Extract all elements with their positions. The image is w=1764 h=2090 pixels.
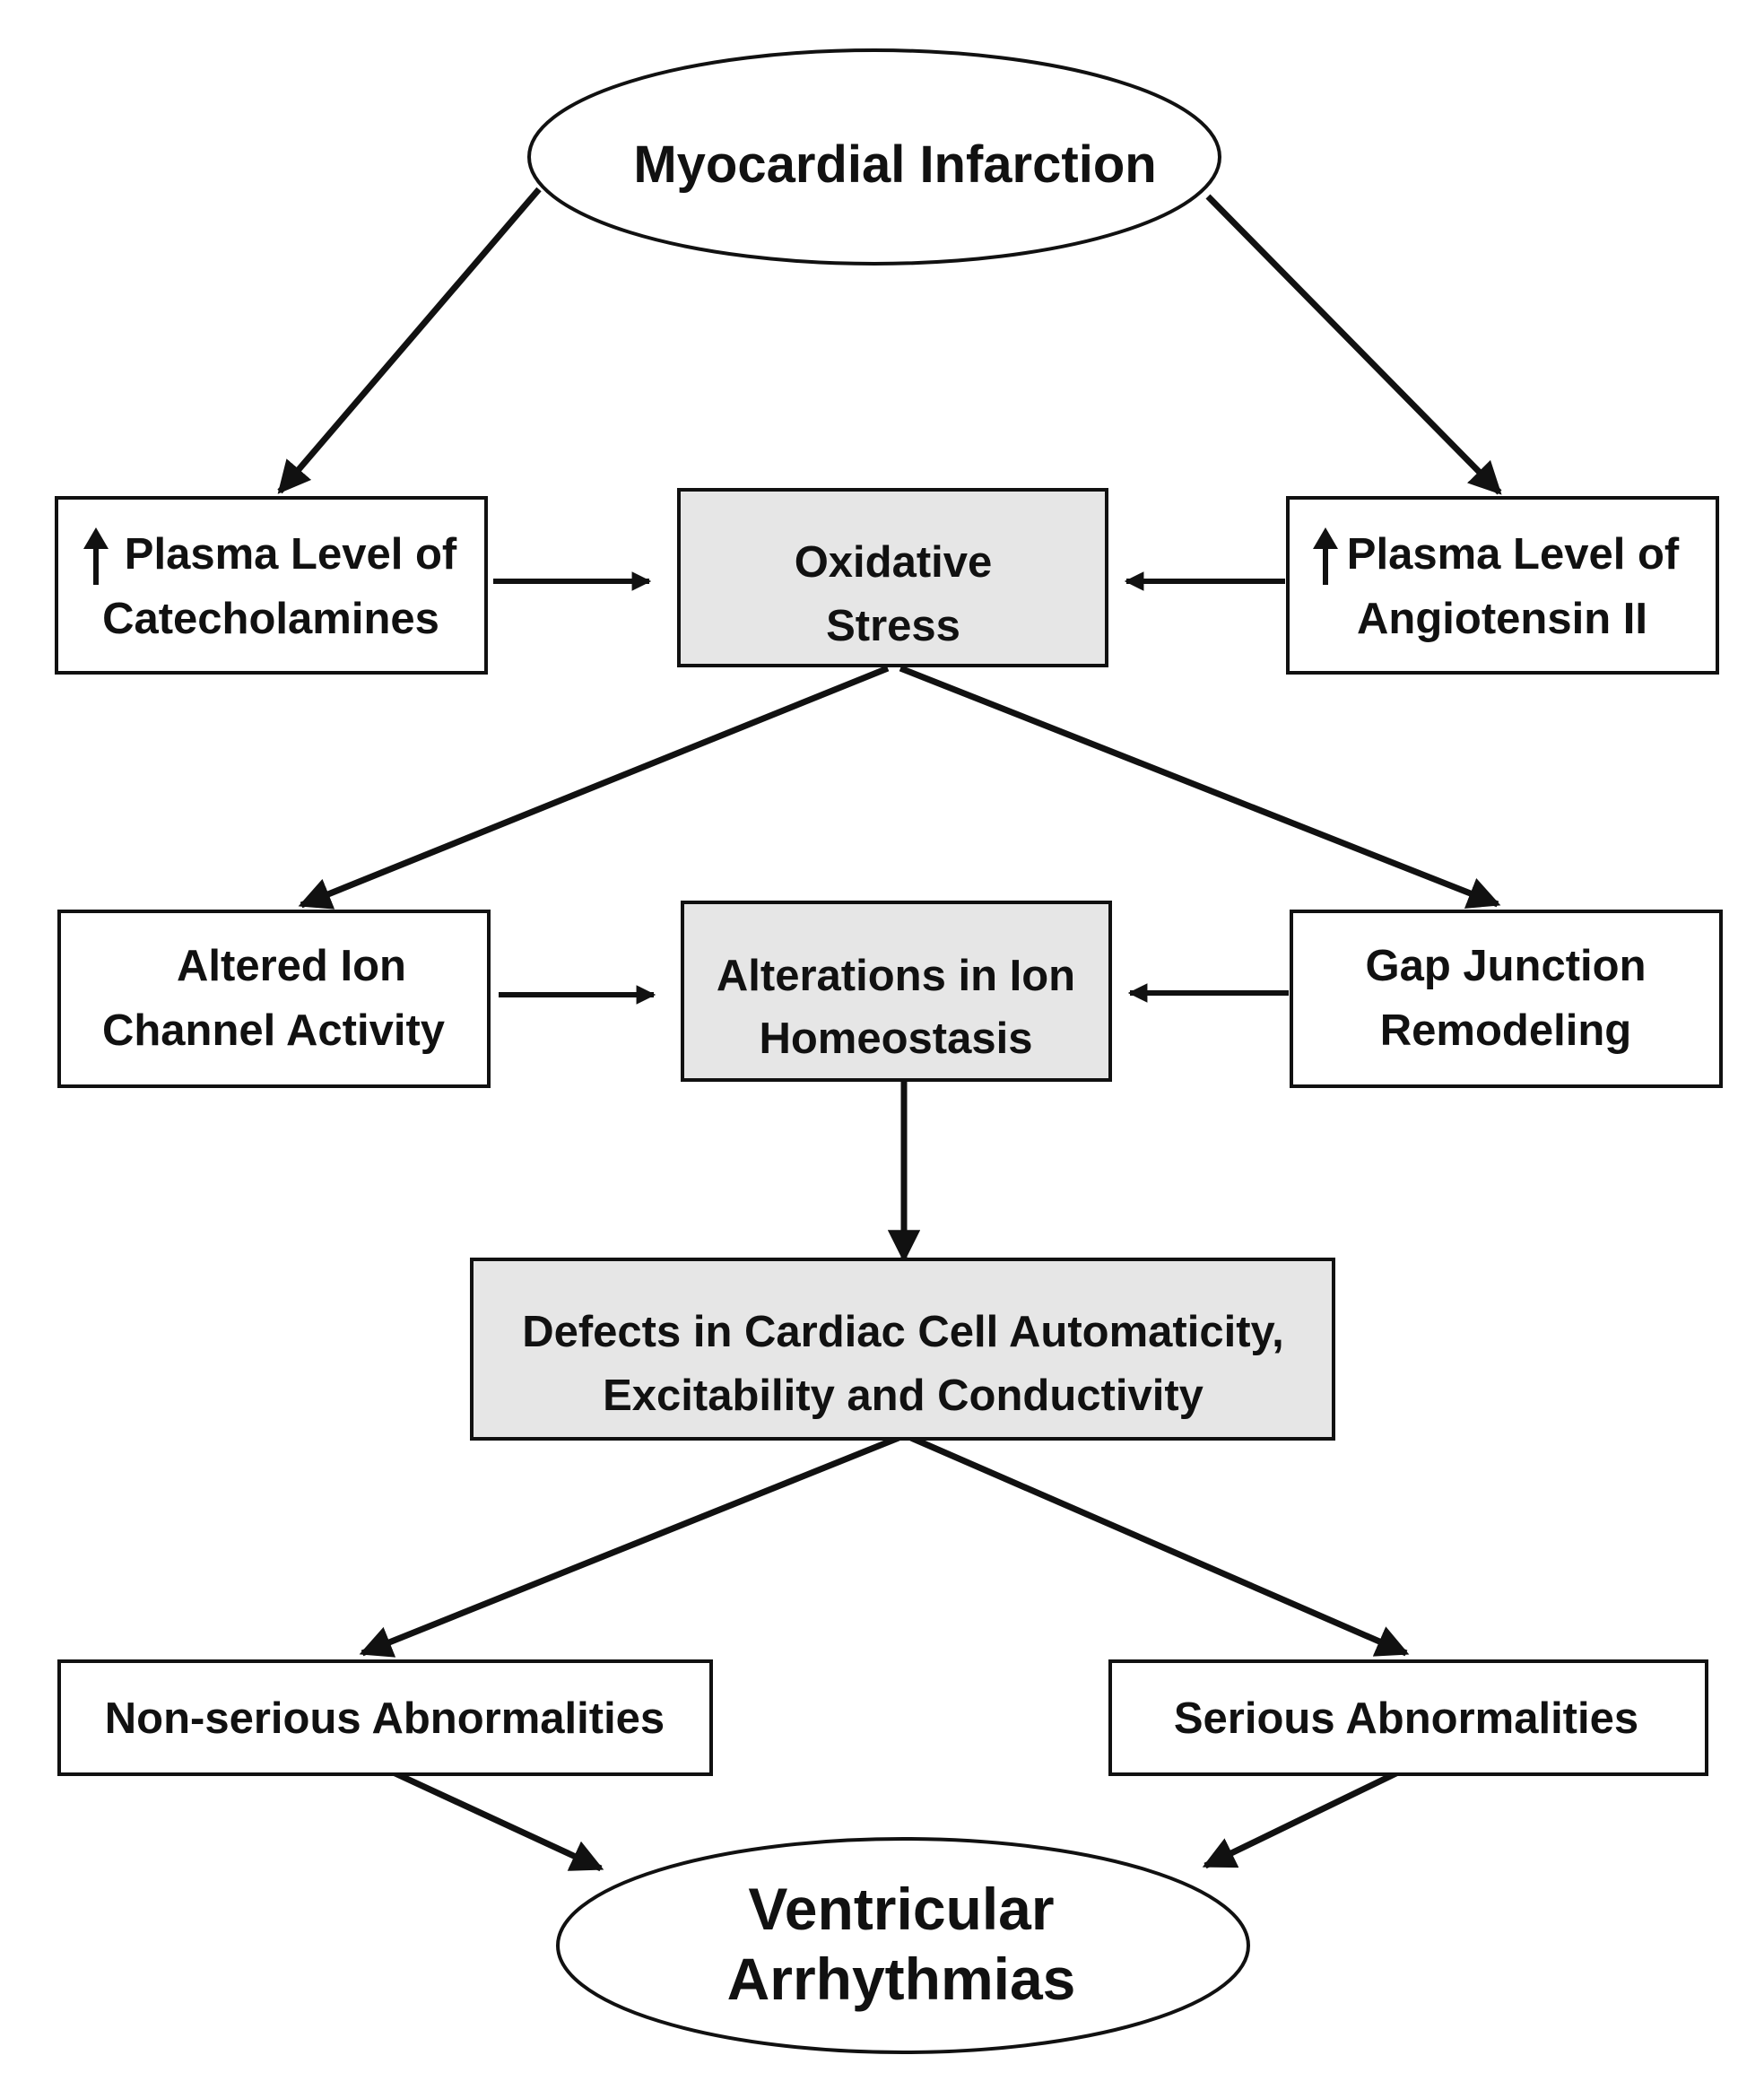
arrow-mi-to-angiotensin — [1205, 194, 1502, 495]
serious-label: Serious Abnormalities — [1174, 1694, 1638, 1743]
up-arrow-icon — [83, 527, 109, 585]
cardiac-defects-label-line-1: Defects in Cardiac Cell Automaticity, — [522, 1308, 1284, 1356]
node-cardiac-defects: Defects in Cardiac Cell Automaticity, Ex… — [470, 1258, 1335, 1441]
node-myocardial-infarction: Myocardial Infarction — [527, 48, 1221, 266]
angiotensin-label-line-1: Plasma Level of — [1347, 530, 1680, 579]
gap-junction-label-line-2: Remodeling — [1380, 1006, 1631, 1055]
arrow-serious-to-ventricular-arrhythmias — [1202, 1766, 1405, 1869]
up-arrow-icon — [1313, 527, 1338, 585]
cardiac-defects-label-line-2: Excitability and Conductivity — [603, 1372, 1204, 1420]
catecholamines-label-line-1: Plasma Level of — [125, 530, 457, 579]
angiotensin-label-line-2: Angiotensin II — [1357, 595, 1647, 643]
node-ion-homeostasis: Alterations in Ion Homeostasis — [681, 901, 1112, 1082]
node-gap-junction: Gap Junction Remodeling — [1290, 910, 1723, 1088]
arrow-non-serious-to-ventricular-arrhythmias — [386, 1766, 604, 1872]
node-catecholamines: Plasma Level of Catecholamines — [55, 496, 488, 675]
node-serious: Serious Abnormalities — [1108, 1659, 1708, 1776]
arrow-cardiac-defects-to-non-serious — [359, 1434, 900, 1658]
oxidative-stress-label-line-2: Stress — [826, 602, 960, 650]
altered-ion-channel-label-line-1: Altered Ion — [177, 942, 406, 990]
node-altered-ion-channel: Altered Ion Channel Activity — [57, 910, 491, 1088]
ventricular-arrhythmias-label-line-1: Ventricular — [748, 1876, 1054, 1942]
node-angiotensin: Plasma Level of Angiotensin II — [1286, 496, 1719, 675]
non-serious-label: Non-serious Abnormalities — [105, 1694, 665, 1743]
ion-homeostasis-label-line-2: Homeostasis — [759, 1015, 1032, 1063]
arrow-oxidative-stress-to-altered-ion-channel — [298, 665, 890, 910]
arrow-cardiac-defects-to-serious — [909, 1434, 1410, 1657]
arrow-mi-to-catecholamines — [277, 187, 542, 494]
node-ventricular-arrhythmias: Ventricular Arrhythmias — [556, 1837, 1250, 2054]
ion-homeostasis-label-line-1: Alterations in Ion — [717, 952, 1075, 1000]
altered-ion-channel-label-line-2: Channel Activity — [102, 1006, 445, 1055]
node-oxidative-stress: Oxidative Stress — [677, 488, 1108, 667]
oxidative-stress-label-line-1: Oxidative — [795, 538, 993, 587]
myocardial-infarction-label: Myocardial Infarction — [633, 135, 1156, 194]
gap-junction-label-line-1: Gap Junction — [1365, 942, 1646, 990]
arrow-oxidative-stress-to-gap-junction — [899, 665, 1501, 909]
catecholamines-label-line-2: Catecholamines — [102, 595, 439, 643]
ventricular-arrhythmias-label-line-2: Arrhythmias — [727, 1946, 1076, 2012]
node-non-serious: Non-serious Abnormalities — [57, 1659, 713, 1776]
